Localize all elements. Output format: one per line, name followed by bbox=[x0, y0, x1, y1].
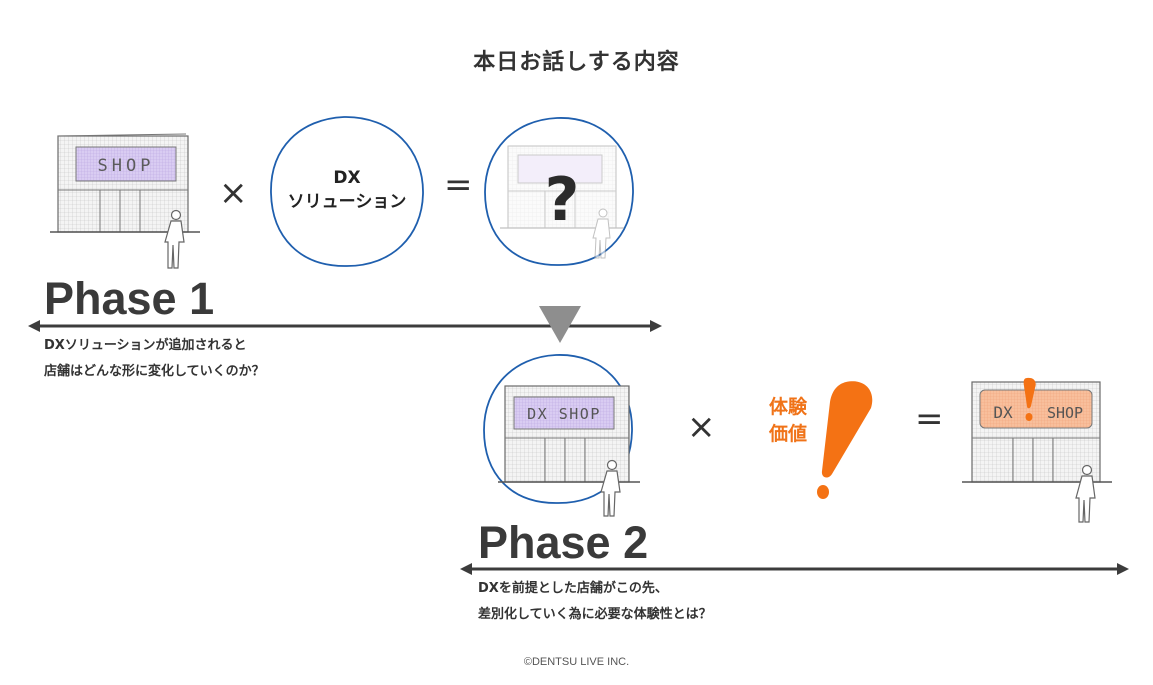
experience-value-line2: 価値 bbox=[768, 423, 807, 445]
phase2-description: DXを前提とした店舗がこの先、 差別化していく為に必要な体験性とは？ bbox=[478, 576, 712, 628]
page-title: 本日お話しする内容 bbox=[473, 50, 680, 75]
copyright-text: ©DENTSU LIVE INC. bbox=[523, 656, 630, 668]
phase2-label: Phase 2 bbox=[478, 517, 649, 568]
exclamation-icon bbox=[817, 381, 873, 499]
phase2-timeline-arrow bbox=[460, 563, 1129, 575]
transition-triangle bbox=[539, 306, 581, 343]
dx-solution-label-line2: ソリューション bbox=[287, 192, 407, 212]
times-operator: × bbox=[219, 173, 248, 213]
result-circle bbox=[484, 117, 634, 266]
times-operator: × bbox=[687, 407, 716, 447]
person-figure bbox=[600, 459, 621, 517]
shop-sign-text: SHOP bbox=[98, 156, 155, 176]
dx-sign-text: DX bbox=[993, 403, 1013, 422]
dx-solution-label-line1: DX bbox=[333, 168, 361, 188]
shop-sign-text: SHOP bbox=[1047, 404, 1083, 422]
phase1-description: DXソリューションが追加されると 店舗はどんな形に変化していくのか？ bbox=[44, 333, 265, 385]
dx-solution-circle bbox=[270, 116, 424, 267]
dx-shop-illustration: DX SHOP bbox=[498, 385, 640, 483]
phase1-label: Phase 1 bbox=[44, 273, 215, 324]
phase2-description-line1: DXを前提とした店舗がこの先、 bbox=[478, 581, 668, 596]
shop-illustration: SHOP bbox=[50, 133, 200, 233]
experience-value-line1: 体験 bbox=[768, 396, 807, 418]
phase2-description-line2: 差別化していく為に必要な体験性とは？ bbox=[478, 607, 712, 622]
phase1-timeline-arrow bbox=[28, 320, 662, 332]
experience-value-label: 体験 価値 bbox=[752, 394, 824, 448]
dx-experience-shop-illustration: DX SHOP bbox=[962, 377, 1112, 483]
question-mark: ? bbox=[545, 165, 580, 235]
dx-solution-label: DX ソリューション bbox=[271, 166, 423, 214]
person-figure bbox=[164, 209, 185, 269]
phase1-description-line1: DXソリューションが追加されると bbox=[44, 338, 247, 353]
faded-shop-illustration bbox=[500, 145, 624, 259]
person-figure bbox=[1075, 464, 1096, 523]
phase1-description-line2: 店舗はどんな形に変化していくのか？ bbox=[44, 364, 265, 379]
equals-operator: = bbox=[444, 165, 473, 205]
equals-operator: = bbox=[915, 399, 944, 439]
dx-shop-sign-text: DX SHOP bbox=[527, 405, 601, 423]
